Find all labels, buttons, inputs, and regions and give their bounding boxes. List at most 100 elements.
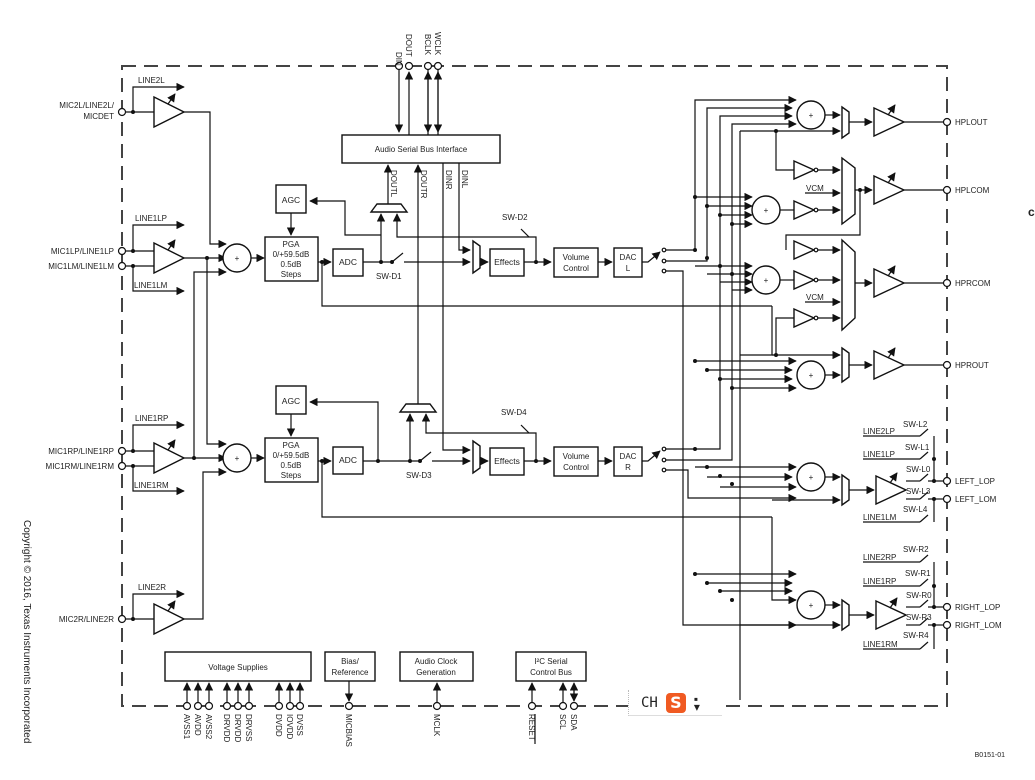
pin-dvss (295, 701, 305, 711)
svg-text:+: + (235, 454, 240, 463)
input-mic1rm: MIC1RM/LINE1RM (46, 462, 115, 471)
pin-reset: RESET (527, 714, 536, 741)
pin-wclk (433, 61, 443, 71)
switch-sw-l0: SW-L0 (906, 465, 931, 474)
device-boundary (121, 65, 948, 707)
hprcom-stage: + VCM (751, 238, 943, 356)
pin-label-avss2: AVSS2 (204, 714, 213, 740)
pin-label-avdd: AVDD (193, 714, 202, 736)
pin-dout (404, 61, 414, 71)
svg-text:PGA: PGA (283, 441, 301, 450)
lo-input-line1lm: LINE1LM (863, 513, 897, 522)
ime-menu-icon[interactable]: ▪▾ (693, 691, 700, 714)
adc-right (332, 446, 364, 475)
svg-text:+: + (809, 111, 814, 120)
hplout-stage: + (740, 100, 943, 140)
output-pins: HPLOUT HPLCOM HPRCOM HPROUT LEFT_LOP LEF… (942, 117, 1002, 630)
svg-text:+: + (809, 601, 814, 610)
output-left-lom: LEFT_LOM (955, 495, 997, 504)
ime-mode-toggle[interactable]: CH (641, 694, 658, 711)
svg-text:0.5dB: 0.5dB (281, 461, 302, 470)
pin-scl: SCL (558, 714, 567, 730)
switch-sw-l1: SW-L1 (905, 443, 930, 452)
switch-sw-d4: SW-D4 (501, 408, 527, 417)
pin-avdd (193, 701, 203, 711)
volume-left (553, 247, 599, 278)
lo-input-line1rp: LINE1RP (863, 577, 896, 586)
ime-toolbar[interactable]: CH S ▪▾ (628, 690, 722, 716)
routing-bus (666, 95, 797, 700)
pin-label-dvdd: DVDD (274, 714, 283, 737)
svg-text:AGC: AGC (282, 396, 300, 406)
hplcom-stage: VCM + (751, 131, 943, 250)
right-channel: + AGC PGA 0/+59.5dB 0.5dB Steps ADC SW-D… (222, 385, 772, 518)
svg-text:Voltage Supplies: Voltage Supplies (208, 663, 268, 672)
svg-text:DAC: DAC (620, 253, 637, 262)
svg-text:R: R (625, 463, 631, 472)
pin-label-dout: DOUT (404, 34, 413, 57)
pin-bclk (423, 61, 433, 71)
figure-id: B0151-01 (974, 752, 1005, 759)
switch-sw-l2: SW-L2 (903, 420, 928, 429)
svg-text:ADC: ADC (339, 257, 357, 267)
pin-label-dvss: DVSS (295, 714, 304, 736)
signal-dinr: DINR (444, 170, 453, 190)
right-lo-stage: + LINE2RP SW-R2 LINE1RP SW-R1 SW-R0 SW-R… (740, 545, 943, 650)
switch-sw-r3: SW-R3 (906, 613, 932, 622)
voltage-supplies-block (164, 651, 312, 682)
svg-text:Control: Control (563, 463, 589, 472)
bypass-line1rp: LINE1RP (135, 414, 168, 423)
svg-text:Reference: Reference (332, 668, 369, 677)
switch-sw-r1: SW-R1 (905, 569, 931, 578)
signal-doutl: DOUTL (389, 170, 398, 198)
svg-text:Control Bus: Control Bus (530, 668, 572, 677)
svg-text:0.5dB: 0.5dB (281, 260, 302, 269)
hprout-stage: + (740, 340, 943, 390)
switch-sw-d1: SW-D1 (376, 272, 402, 281)
svg-text:DAC: DAC (620, 452, 637, 461)
signal-doutr: DOUTR (419, 170, 428, 199)
pin-label-bclk: BCLK (423, 34, 432, 56)
svg-text:PGA: PGA (283, 240, 301, 249)
sogou-logo-icon[interactable]: S (665, 692, 686, 713)
svg-text:Bias/: Bias/ (341, 657, 360, 666)
effects-right (489, 447, 525, 476)
dac-right (613, 446, 643, 477)
pin-label-drvss: DRVSS (244, 714, 253, 741)
page-edge-glyph: c (1028, 205, 1035, 219)
svg-text:Generation: Generation (416, 668, 456, 677)
pin-label-iovdd: IOVDD (285, 714, 294, 740)
copyright-notice: Copyright © 2016, Texas Instruments Inco… (21, 520, 32, 744)
pin-mclk: MCLK (432, 714, 441, 737)
input-mic2l-line2: MICDET (83, 112, 114, 121)
switch-sw-l4: SW-L4 (903, 505, 928, 514)
audio-clock-block (399, 651, 474, 682)
bypass-line2l: LINE2L (138, 76, 165, 85)
svg-text:0/+59.5dB: 0/+59.5dB (273, 250, 310, 259)
svg-text:Effects: Effects (494, 456, 520, 466)
asbi-label: Audio Serial Bus Interface (375, 145, 468, 154)
pin-din (394, 61, 404, 71)
pin-label-wclk: WCLK (433, 32, 442, 56)
asbi-block (341, 134, 501, 164)
pin-avss1 (182, 701, 192, 711)
bypass-line1lp: LINE1LP (135, 214, 167, 223)
lo-input-line2lp: LINE2LP (863, 427, 895, 436)
switch-sw-r4: SW-R4 (903, 631, 929, 640)
bottom-blocks: Voltage Supplies Bias/ Reference Audio C… (164, 651, 587, 682)
pin-sda: SDA (569, 714, 578, 731)
pin-drvdd (233, 701, 243, 711)
switch-sw-d2: SW-D2 (502, 213, 528, 222)
output-left-lop: LEFT_LOP (955, 477, 995, 486)
lo-input-line1lp: LINE1LP (863, 450, 895, 459)
output-hprcom: HPRCOM (955, 279, 991, 288)
pin-dvdd (274, 701, 284, 711)
signal-dinl: DINL (460, 170, 469, 189)
bypass-line2r: LINE2R (138, 583, 166, 592)
pin-iovdd (285, 701, 295, 711)
svg-text:Steps: Steps (281, 471, 301, 480)
input-mic1lm: MIC1LM/LINE1LM (48, 262, 114, 271)
svg-text:+: + (764, 206, 769, 215)
